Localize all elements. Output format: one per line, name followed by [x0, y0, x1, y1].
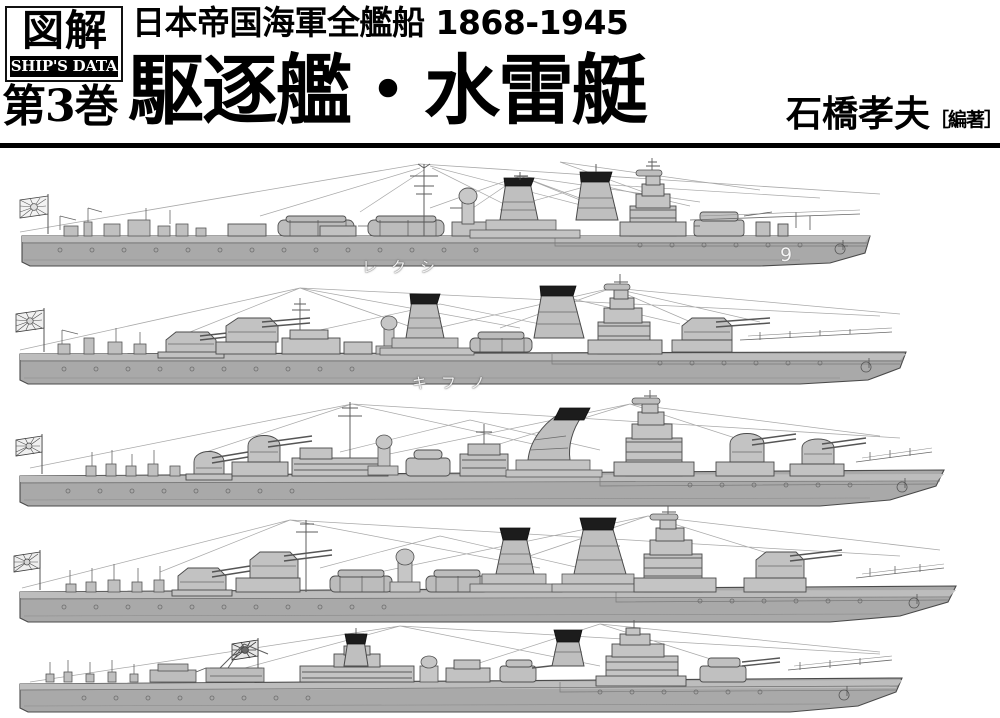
naval-ensign-3: [15, 434, 43, 474]
funnel-aft-1: [499, 172, 539, 221]
series-logo-kanji: 図解: [21, 6, 108, 55]
series-subtitle: 日本帝国海軍全艦船 1868-1945: [132, 3, 629, 42]
ship-profile-4: [0, 506, 1000, 636]
funnel-fwd-5: [551, 629, 585, 667]
naval-ensign-1: [19, 194, 49, 234]
naval-ensign-4: [13, 550, 41, 590]
ship-profile-2: キフノ: [0, 270, 1000, 400]
author-role: ［編著］: [930, 109, 1000, 131]
volume-label: 第3巻: [2, 81, 119, 132]
ship-drawing-5: [19, 620, 903, 713]
author-credit: 石橋孝夫［編著］: [786, 92, 1000, 142]
funnel-aft-2: [405, 293, 445, 339]
funnel-fwd-1: [575, 164, 619, 221]
author-name: 石橋孝夫: [786, 93, 931, 135]
series-logo-box: 図解 SHIP'S DATA: [5, 6, 123, 82]
ship-illustration-area: レクシ 9: [0, 150, 1000, 718]
header-divider: [0, 143, 1000, 148]
funnel-fwd-2: [533, 285, 585, 339]
ship-drawing-1: [19, 158, 881, 267]
page-title: 駆逐艦・水雷艇: [128, 46, 648, 135]
naval-ensign-5: [231, 638, 259, 682]
funnel-3: [527, 407, 591, 461]
funnel-aft-4: [495, 527, 535, 575]
naval-ensign-2: [15, 308, 45, 352]
cover-header: 図解 SHIP'S DATA 第3巻 日本帝国海軍全艦船 1868-1945 駆…: [0, 0, 1000, 148]
funnel-fwd-4: [573, 517, 627, 575]
funnel-aft-5: [343, 633, 369, 667]
ship-profile-5: [0, 620, 1000, 718]
ship-drawing-4: [13, 506, 957, 623]
ship-drawing-2: [15, 274, 907, 385]
ship-profile-3: [0, 390, 1000, 520]
series-logo-banner: SHIP'S DATA: [10, 56, 118, 77]
ship-drawing-3: [15, 390, 945, 507]
ship-profile-1: レクシ 9: [0, 150, 1000, 285]
